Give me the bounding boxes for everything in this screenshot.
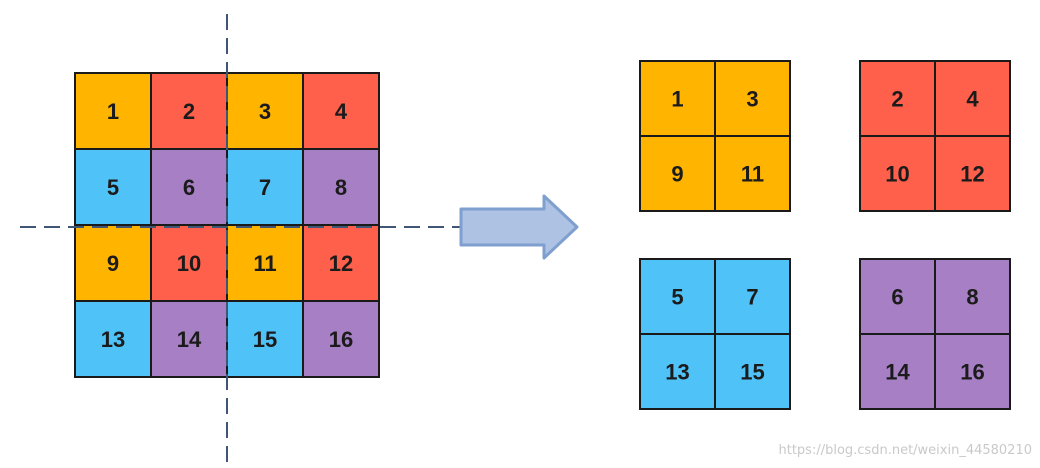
result-cell-fill <box>859 333 936 410</box>
result-cell-13: 13 <box>639 333 716 410</box>
result-cell-15: 15 <box>714 333 791 410</box>
result-grid-purple: 6 8 14 16 <box>859 258 1011 410</box>
result-cell-fill <box>859 135 936 212</box>
right-arrow-icon <box>459 194 579 260</box>
result-cell-11: 11 <box>714 135 791 212</box>
source-cell-4: 4 <box>302 72 380 150</box>
result-cell-16: 16 <box>934 333 1011 410</box>
result-cell-label: 3 <box>746 87 758 112</box>
source-cell-7: 7 <box>226 148 304 226</box>
result-cell-label: 13 <box>665 360 689 385</box>
source-cell-fill <box>302 300 380 378</box>
result-cell-label: 4 <box>966 87 979 112</box>
source-cell-fill <box>226 300 304 378</box>
result-cell-label: 16 <box>960 360 984 385</box>
result-cell-fill <box>934 333 1011 410</box>
result-cell-fill <box>934 135 1011 212</box>
result-cell-fill <box>714 258 791 335</box>
result-cell-9: 9 <box>639 135 716 212</box>
source-cell-16: 16 <box>302 300 380 378</box>
result-cell-6: 6 <box>859 258 936 335</box>
result-cell-7: 7 <box>714 258 791 335</box>
result-cell-label: 1 <box>671 87 683 112</box>
result-cell-label: 9 <box>671 162 683 187</box>
source-cell-14: 14 <box>150 300 228 378</box>
source-cell-11: 11 <box>226 224 304 302</box>
source-cell-label: 14 <box>177 327 202 352</box>
result-grid-red: 2 4 10 12 <box>859 60 1011 212</box>
result-cell-label: 5 <box>671 285 683 310</box>
source-cell-fill <box>302 72 380 150</box>
result-cell-label: 8 <box>966 285 978 310</box>
source-cell-fill <box>226 148 304 226</box>
result-cell-label: 14 <box>885 360 910 385</box>
right-arrow-shape <box>459 194 579 260</box>
split-lines <box>20 14 470 462</box>
result-cell-label: 11 <box>741 162 764 187</box>
source-cell-5: 5 <box>74 148 152 226</box>
result-grid-orange: 1 3 9 11 <box>639 60 791 212</box>
result-cell-8: 8 <box>934 258 1011 335</box>
result-cell-fill <box>714 60 791 137</box>
source-cell-3: 3 <box>226 72 304 150</box>
source-cell-label: 1 <box>107 99 119 124</box>
result-cell-label: 6 <box>891 285 903 310</box>
source-cell-label: 12 <box>329 251 353 276</box>
result-cell-label: 15 <box>740 360 764 385</box>
source-cell-13: 13 <box>74 300 152 378</box>
result-cell-label: 10 <box>885 162 909 187</box>
result-cell-14: 14 <box>859 333 936 410</box>
result-cell-12: 12 <box>934 135 1011 212</box>
source-cell-label: 15 <box>253 327 277 352</box>
source-cell-fill <box>74 72 152 150</box>
source-cell-label: 13 <box>101 327 125 352</box>
source-cell-8: 8 <box>302 148 380 226</box>
result-cell-2: 2 <box>859 60 936 137</box>
source-cell-fill <box>74 300 152 378</box>
result-cell-10: 10 <box>859 135 936 212</box>
source-cell-label: 16 <box>329 327 353 352</box>
result-cell-fill <box>639 258 716 335</box>
result-grid-blue: 5 7 13 15 <box>639 258 791 410</box>
result-cell-label: 2 <box>891 87 903 112</box>
source-cell-10: 10 <box>150 224 228 302</box>
result-cell-1: 1 <box>639 60 716 137</box>
source-cell-fill <box>74 148 152 226</box>
result-cell-fill <box>714 333 791 410</box>
source-cell-label: 6 <box>183 175 195 200</box>
result-cell-label: 7 <box>746 285 758 310</box>
source-cell-fill <box>302 148 380 226</box>
source-cell-label: 5 <box>107 175 119 200</box>
source-cell-6: 6 <box>150 148 228 226</box>
result-cell-fill <box>639 135 716 212</box>
source-cell-fill <box>150 300 228 378</box>
result-cell-label: 12 <box>960 162 984 187</box>
source-cell-15: 15 <box>226 300 304 378</box>
source-cell-label: 2 <box>183 99 195 124</box>
result-cell-fill <box>714 135 791 212</box>
source-cell-label: 9 <box>107 251 119 276</box>
source-cell-12: 12 <box>302 224 380 302</box>
source-cell-label: 4 <box>335 99 348 124</box>
source-cell-label: 10 <box>177 251 201 276</box>
watermark-text: https://blog.csdn.net/weixin_44580210 <box>778 443 1032 458</box>
source-cell-label: 3 <box>259 99 271 124</box>
result-cell-fill <box>639 333 716 410</box>
source-cell-9: 9 <box>74 224 152 302</box>
source-cell-label: 7 <box>259 175 271 200</box>
source-cell-label: 11 <box>253 251 276 276</box>
source-cell-fill <box>302 224 380 302</box>
result-cell-4: 4 <box>934 60 1011 137</box>
result-cell-3: 3 <box>714 60 791 137</box>
source-cell-label: 8 <box>335 175 347 200</box>
result-cell-fill <box>934 258 1011 335</box>
result-cell-5: 5 <box>639 258 716 335</box>
source-cell-fill <box>226 72 304 150</box>
source-cell-2: 2 <box>150 72 228 150</box>
source-cell-1: 1 <box>74 72 152 150</box>
result-cell-fill <box>934 60 1011 137</box>
